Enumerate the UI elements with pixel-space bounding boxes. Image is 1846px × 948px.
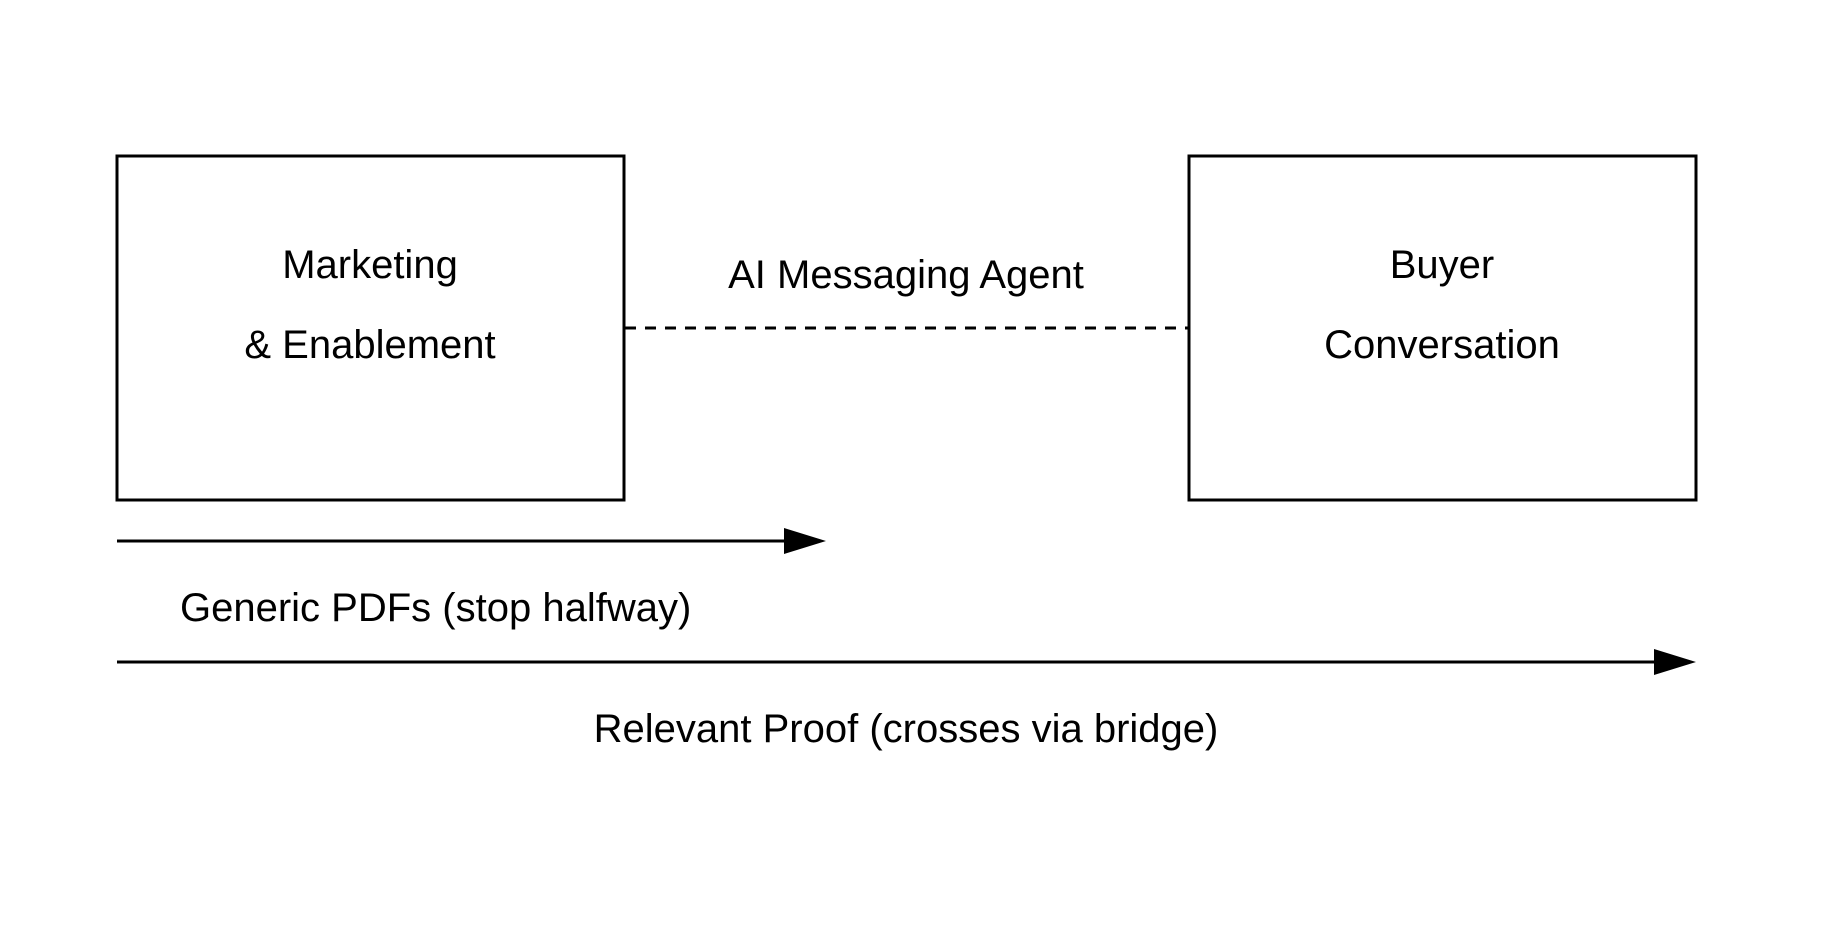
marketing-enablement-box: Marketing & Enablement xyxy=(115,154,626,502)
marketing-enablement-label-line1: Marketing xyxy=(282,243,458,287)
marketing-enablement-box-frame xyxy=(115,154,626,502)
ai-messaging-agent-bridge: AI Messaging Agent xyxy=(625,253,1188,330)
marketing-enablement-label-line2: & Enablement xyxy=(244,323,495,367)
relevant-proof-label: Relevant Proof (crosses via bridge) xyxy=(594,707,1219,751)
generic-pdfs-label: Generic PDFs (stop halfway) xyxy=(180,586,691,630)
buyer-conversation-box: Buyer Conversation xyxy=(1187,154,1698,502)
buyer-conversation-box-frame xyxy=(1187,154,1698,502)
bridge-label: AI Messaging Agent xyxy=(728,253,1084,297)
relevant-proof-arrow: Relevant Proof (crosses via bridge) xyxy=(117,649,1696,751)
generic-pdfs-arrowhead xyxy=(784,528,826,554)
buyer-conversation-label-line2: Conversation xyxy=(1324,323,1560,367)
generic-pdfs-arrow: Generic PDFs (stop halfway) xyxy=(117,528,826,630)
buyer-conversation-label-line1: Buyer xyxy=(1390,243,1495,287)
relevant-proof-arrowhead xyxy=(1654,649,1696,675)
